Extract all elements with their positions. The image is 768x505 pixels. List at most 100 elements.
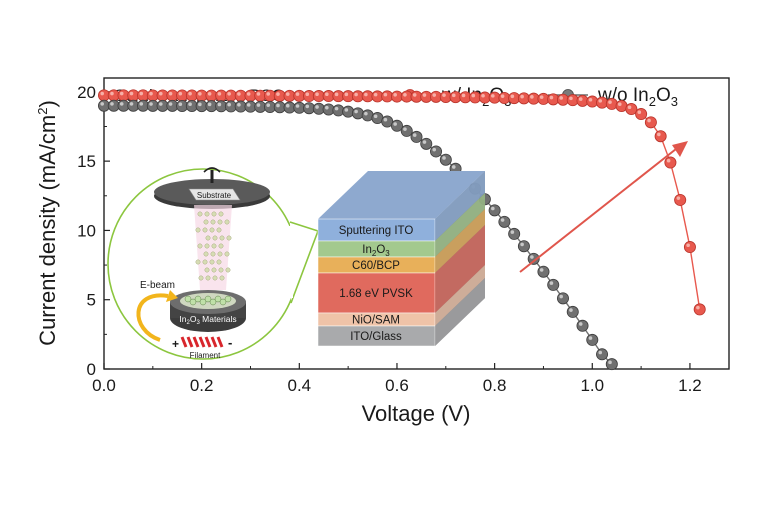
data-point-highlight xyxy=(325,92,329,97)
filament-plus: + xyxy=(172,337,179,351)
stack-layer-label: 1.68 eV PVSK xyxy=(339,288,413,300)
data-point-1 xyxy=(420,137,433,150)
data-point-0 xyxy=(693,303,706,316)
data-point-highlight xyxy=(403,92,407,97)
data-point-highlight xyxy=(461,93,466,98)
data-point-1 xyxy=(547,278,560,291)
data-point-1 xyxy=(439,153,452,166)
data-point-highlight xyxy=(549,95,554,100)
vapor-particle xyxy=(218,211,224,217)
data-point-highlight xyxy=(383,92,388,97)
vapor-particle xyxy=(225,267,231,273)
data-point-highlight xyxy=(305,92,310,97)
data-point-highlight xyxy=(246,103,251,107)
data-point-0 xyxy=(664,156,677,169)
x-tick-label: 1.0 xyxy=(580,376,604,395)
data-point-highlight xyxy=(129,102,134,106)
data-point-highlight xyxy=(110,91,114,96)
vapor-particle xyxy=(211,267,217,273)
data-point-0 xyxy=(644,116,657,129)
data-point-highlight xyxy=(188,102,192,106)
data-point-highlight xyxy=(539,95,544,99)
data-point-highlight xyxy=(188,91,192,96)
vapor-particle xyxy=(204,267,210,273)
vapor-particle xyxy=(197,211,203,217)
data-point-highlight xyxy=(354,92,358,97)
data-point-highlight xyxy=(383,117,388,122)
data-point-highlight xyxy=(530,255,534,259)
data-point-highlight xyxy=(686,243,690,248)
data-point-highlight xyxy=(393,92,397,97)
ebeam-label: E-beam xyxy=(140,280,175,291)
data-point-highlight xyxy=(119,91,124,96)
data-point-highlight xyxy=(256,92,261,96)
data-point-highlight xyxy=(246,92,251,96)
stack-layer-label-part: 3 xyxy=(385,249,390,258)
data-point-highlight xyxy=(198,102,202,107)
data-point-1 xyxy=(351,107,364,120)
vapor-particle xyxy=(211,211,217,217)
vapor-particle xyxy=(224,251,230,257)
data-point-highlight xyxy=(373,92,378,97)
vapor-particle xyxy=(210,251,216,257)
data-point-highlight xyxy=(266,92,271,96)
stack-layer xyxy=(317,272,436,314)
y-tick-label: 0 xyxy=(87,360,96,379)
data-point-highlight xyxy=(158,91,163,96)
data-point-1 xyxy=(556,292,569,305)
data-point-highlight xyxy=(451,165,456,169)
data-point-highlight xyxy=(110,102,114,106)
data-point-highlight xyxy=(256,103,261,107)
vapor-particle xyxy=(204,211,210,217)
stack-top-face xyxy=(318,171,485,219)
vapor-particle xyxy=(195,227,201,233)
data-point-highlight xyxy=(266,103,271,107)
data-point-0 xyxy=(605,97,618,110)
material-pellet xyxy=(194,295,202,303)
data-point-highlight xyxy=(334,92,339,97)
vapor-particle xyxy=(202,259,208,265)
data-point-highlight xyxy=(285,103,290,108)
y-tick-label: 10 xyxy=(77,221,96,240)
ebeam-arrow xyxy=(136,293,169,342)
data-point-1 xyxy=(400,124,413,137)
data-point-1 xyxy=(498,215,511,228)
material-pellet xyxy=(199,298,207,306)
stack-layer-side xyxy=(435,278,485,346)
y-axis-title-sup: 2 xyxy=(35,108,50,115)
stack-layer-side xyxy=(435,193,485,257)
data-point-highlight xyxy=(432,147,437,152)
data-point-0 xyxy=(683,241,696,254)
vapor-particle xyxy=(212,275,218,281)
data-point-highlight xyxy=(530,95,534,99)
material-pellet xyxy=(184,295,192,303)
data-point-highlight xyxy=(471,93,476,98)
data-point-highlight xyxy=(481,93,485,98)
vapor-particle xyxy=(205,235,211,241)
stack-layer-label: NiO/SAM xyxy=(352,315,400,327)
data-point-highlight xyxy=(139,102,144,106)
vapor-particle xyxy=(217,251,223,257)
data-point-highlight xyxy=(491,94,495,98)
data-point-highlight xyxy=(198,91,202,96)
y-axis-title-main: Current density (mA/cm xyxy=(35,115,60,346)
data-point-highlight xyxy=(237,92,241,96)
data-point-highlight xyxy=(364,111,368,116)
vapor-particle xyxy=(211,243,217,249)
stack-layer-label: Sputtering ITO xyxy=(339,225,414,237)
data-point-highlight xyxy=(412,133,417,137)
material-pellet xyxy=(209,298,217,306)
data-point-highlight xyxy=(500,94,505,98)
data-point-1 xyxy=(488,204,501,217)
data-point-highlight xyxy=(315,105,319,109)
x-tick-label: 0.8 xyxy=(483,376,507,395)
data-point-highlight xyxy=(608,360,612,365)
data-point-highlight xyxy=(422,93,427,97)
stack-layer-label-part: 2 xyxy=(372,249,377,258)
filament-minus: - xyxy=(228,335,232,350)
data-point-highlight xyxy=(520,94,524,99)
data-point-1 xyxy=(586,333,599,346)
material-pellet xyxy=(219,298,227,306)
data-point-highlight xyxy=(227,91,231,96)
